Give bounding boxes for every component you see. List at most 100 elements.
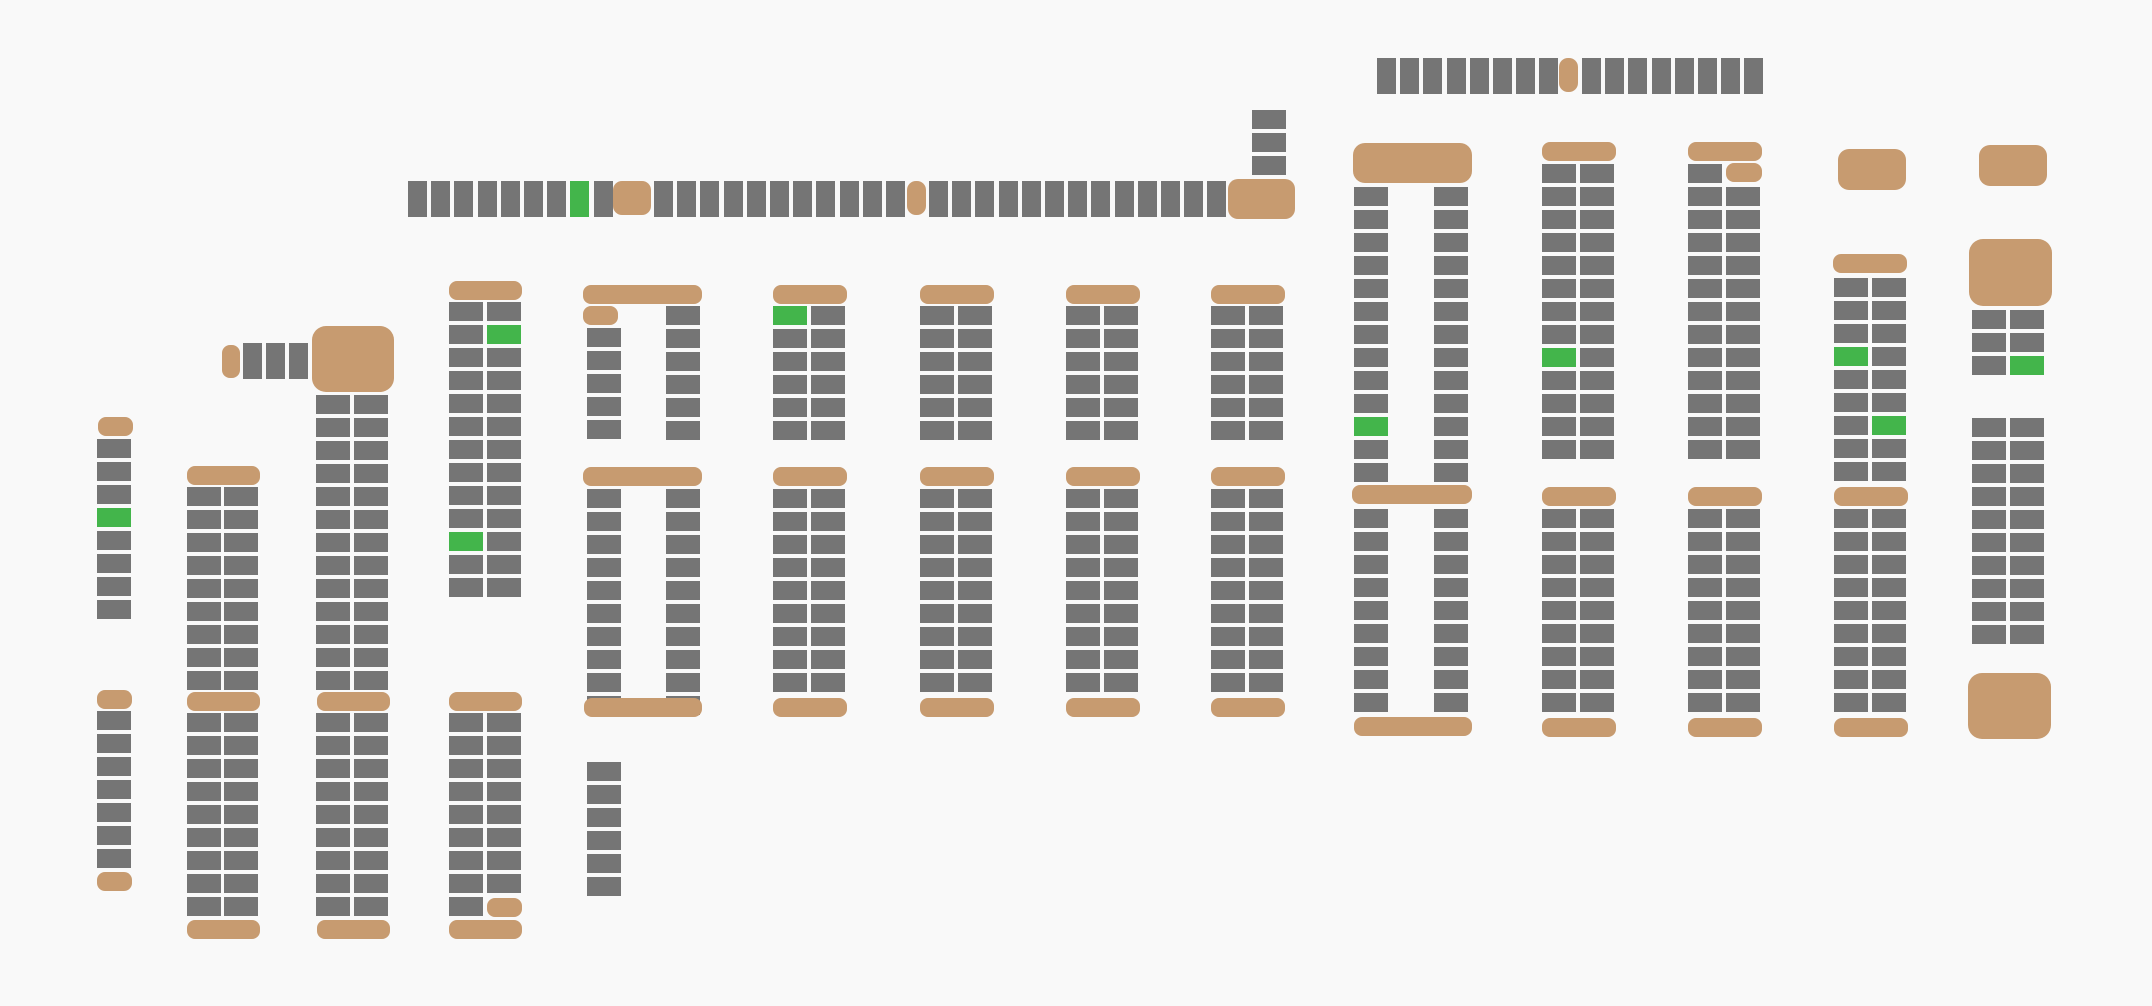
seat[interactable] [449, 417, 483, 436]
seat[interactable] [1249, 627, 1283, 646]
seat[interactable] [666, 673, 700, 692]
seat[interactable] [187, 533, 221, 552]
seat[interactable] [316, 828, 350, 847]
seat[interactable] [354, 851, 388, 870]
seat[interactable] [1972, 333, 2006, 352]
seat[interactable] [1688, 187, 1722, 206]
seat[interactable] [1542, 624, 1576, 643]
seat[interactable] [920, 306, 954, 325]
seat[interactable] [587, 558, 621, 577]
seat[interactable] [1104, 512, 1138, 531]
seat[interactable] [1211, 306, 1245, 325]
seat[interactable] [1354, 394, 1388, 413]
seat[interactable] [1688, 624, 1722, 643]
seat[interactable] [587, 420, 621, 439]
seat[interactable] [1744, 58, 1764, 94]
seat[interactable] [500, 181, 520, 217]
seat[interactable] [487, 509, 521, 528]
seat[interactable] [811, 398, 845, 417]
seat[interactable] [1688, 509, 1722, 528]
seat[interactable] [1834, 624, 1868, 643]
seat[interactable] [487, 302, 521, 321]
seat[interactable] [316, 418, 350, 437]
seat[interactable] [587, 831, 621, 850]
seat[interactable] [958, 306, 992, 325]
seat[interactable] [354, 671, 388, 690]
seat[interactable] [1872, 370, 1906, 389]
seat[interactable] [1580, 555, 1614, 574]
seat[interactable] [1434, 325, 1468, 344]
seat[interactable] [811, 650, 845, 669]
seat[interactable] [773, 375, 807, 394]
seat[interactable] [811, 352, 845, 371]
seat[interactable] [1066, 398, 1100, 417]
seat[interactable] [1872, 532, 1906, 551]
seat-selected[interactable] [97, 508, 131, 527]
seat[interactable] [920, 581, 954, 600]
seat[interactable] [1651, 58, 1671, 94]
seat[interactable] [587, 535, 621, 554]
seat[interactable] [1726, 348, 1760, 367]
seat[interactable] [1972, 533, 2006, 552]
seat[interactable] [354, 487, 388, 506]
seat[interactable] [1354, 440, 1388, 459]
seat[interactable] [97, 757, 131, 776]
seat[interactable] [187, 805, 221, 824]
seat[interactable] [1972, 441, 2006, 460]
seat[interactable] [224, 648, 258, 667]
seat[interactable] [1539, 58, 1559, 94]
seat[interactable] [187, 625, 221, 644]
seat[interactable] [1184, 181, 1204, 217]
seat[interactable] [839, 181, 859, 217]
seat[interactable] [1688, 302, 1722, 321]
seat[interactable] [1021, 181, 1041, 217]
seat[interactable] [1434, 532, 1468, 551]
seat[interactable] [1726, 256, 1760, 275]
seat[interactable] [1542, 279, 1576, 298]
seat[interactable] [1434, 233, 1468, 252]
seat[interactable] [811, 329, 845, 348]
seat[interactable] [1354, 325, 1388, 344]
seat[interactable] [1834, 439, 1868, 458]
seat[interactable] [773, 535, 807, 554]
seat[interactable] [587, 627, 621, 646]
seat[interactable] [773, 650, 807, 669]
seat[interactable] [1434, 394, 1468, 413]
seat[interactable] [1104, 329, 1138, 348]
seat[interactable] [316, 736, 350, 755]
seat[interactable] [316, 441, 350, 460]
seat[interactable] [666, 329, 700, 348]
seat[interactable] [773, 398, 807, 417]
seat[interactable] [1354, 187, 1388, 206]
seat[interactable] [773, 512, 807, 531]
seat[interactable] [2010, 333, 2044, 352]
seat[interactable] [1104, 398, 1138, 417]
seat[interactable] [1252, 156, 1286, 175]
seat[interactable] [1580, 187, 1614, 206]
seat-selected[interactable] [773, 306, 807, 325]
seat[interactable] [187, 671, 221, 690]
seat[interactable] [187, 874, 221, 893]
seat[interactable] [1580, 233, 1614, 252]
seat[interactable] [1516, 58, 1536, 94]
seat-selected[interactable] [1354, 417, 1388, 436]
seat[interactable] [224, 874, 258, 893]
seat[interactable] [487, 532, 521, 551]
seat[interactable] [920, 650, 954, 669]
seat[interactable] [224, 782, 258, 801]
seat[interactable] [224, 579, 258, 598]
seat[interactable] [1423, 58, 1443, 94]
seat[interactable] [1726, 509, 1760, 528]
seat[interactable] [97, 780, 131, 799]
seat[interactable] [1068, 181, 1088, 217]
seat[interactable] [487, 713, 521, 732]
seat[interactable] [487, 463, 521, 482]
seat[interactable] [97, 531, 131, 550]
seat[interactable] [666, 650, 700, 669]
seat[interactable] [1688, 233, 1722, 252]
seat[interactable] [449, 828, 483, 847]
seat[interactable] [958, 627, 992, 646]
seat[interactable] [920, 673, 954, 692]
seat[interactable] [666, 558, 700, 577]
seat[interactable] [1542, 417, 1576, 436]
